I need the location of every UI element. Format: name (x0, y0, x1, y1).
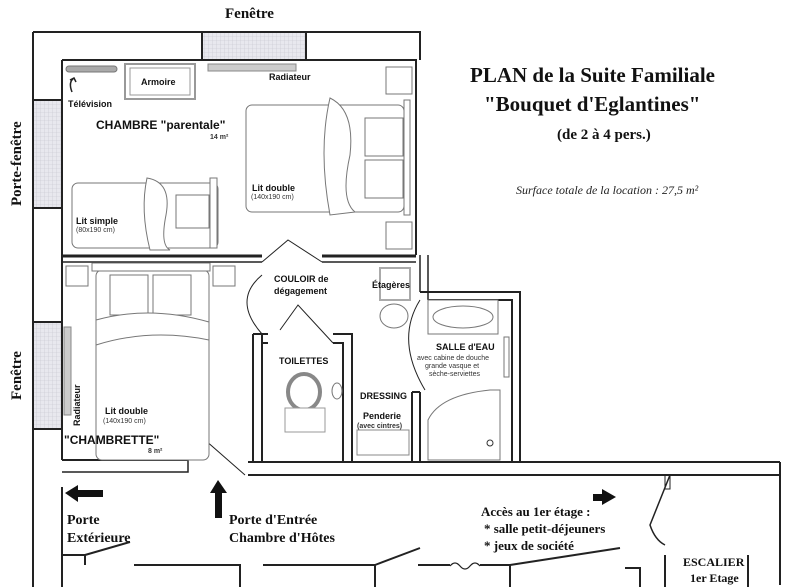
suite-name: "Bouquet d'Eglantines" (484, 92, 701, 116)
plan-title: PLAN de la Suite Familiale (470, 63, 715, 87)
radiator-label-chambrette: Radiateur (72, 384, 82, 426)
penderie-note: (avec cintres) (357, 423, 403, 430)
exterior-door-label-1: Porte (67, 513, 100, 528)
room-name-toilettes: TOILETTES (279, 356, 329, 366)
double-bed-label-chambrette: Lit double (105, 406, 148, 416)
stairs-label-1: ESCALIER (683, 555, 745, 569)
single-bed-label: Lit simple (76, 216, 119, 226)
salle-eau-desc-2: grande vasque et (425, 363, 480, 370)
armoire-label: Armoire (141, 77, 176, 87)
room-name-dressing: DRESSING (360, 391, 408, 401)
window-left-label: Fenêtre (9, 351, 25, 400)
room-name-salle-eau: SALLE d'EAU (436, 342, 495, 352)
penderie-label: Penderie (363, 411, 402, 421)
room-area-chambrette: 8 m² (148, 448, 163, 455)
stairs-label-2: 1er Etage (690, 571, 739, 585)
double-bed-size-parentale: (140x190 cm) (251, 194, 294, 201)
capacity-label: (de 2 à 4 pers.) (557, 127, 651, 143)
single-bed-size: (80x190 cm) (76, 227, 115, 234)
room-name-chambrette: "CHAMBRETTE" (64, 433, 160, 447)
shelves-label: Étagères (372, 280, 411, 290)
room-name-parentale: CHAMBRE "parentale" (96, 118, 226, 132)
corridor-label-line1: COULOIR de (274, 274, 329, 284)
tv-label: Télévision (68, 99, 113, 109)
corridor-label-line2: dégagement (274, 286, 328, 296)
entry-door-label-1: Porte d'Entrée (229, 513, 318, 528)
surface-label: Surface totale de la location : 27,5 m² (516, 183, 699, 197)
access-title: Accès au 1er étage : (481, 504, 591, 519)
room-area-parentale: 14 m² (210, 134, 229, 141)
exterior-door-label-2: Extérieure (67, 531, 131, 546)
double-bed-label-parentale: Lit double (252, 183, 295, 193)
french-window-label: Porte-fenêtre (9, 121, 25, 206)
access-item-games: * jeux de société (484, 538, 574, 553)
window-top-label: Fenêtre (225, 6, 274, 22)
double-bed-size-chambrette: (140x190 cm) (103, 418, 146, 425)
entry-door-label-2: Chambre d'Hôtes (229, 531, 335, 546)
salle-eau-desc-1: avec cabine de douche (417, 355, 489, 362)
access-item-breakfast: * salle petit-déjeuners (484, 521, 606, 536)
radiator-label-parentale: Radiateur (269, 72, 311, 82)
salle-eau-desc-3: sèche-serviettes (429, 371, 480, 378)
